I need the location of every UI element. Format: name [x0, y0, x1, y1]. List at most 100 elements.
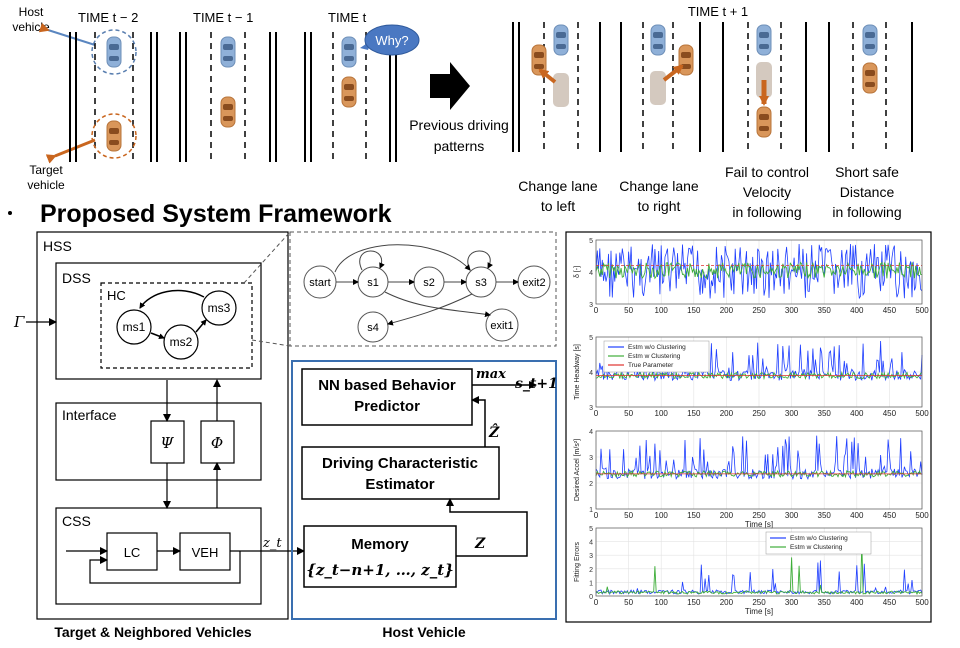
panel2-xtick: 150	[687, 409, 701, 418]
panel3-xtick: 350	[818, 511, 832, 520]
panel1-xtick: 300	[785, 306, 799, 315]
title-bullet	[8, 211, 12, 215]
outcome-1-line-2: to left	[541, 198, 575, 214]
panel3-xtick: 200	[720, 511, 734, 520]
panel4-xtick: 450	[883, 598, 897, 607]
outcome-3-line-1: Fail to control	[725, 164, 809, 180]
panel2-legend-entry: Estm w Clustering	[628, 353, 681, 360]
panel2-xtick: 200	[720, 409, 734, 418]
scenario-strip: Host vehicle Target vehicle TIME t − 2 T…	[12, 4, 913, 220]
panel4-ytick: 2	[589, 567, 593, 574]
state-machine-box	[289, 231, 557, 347]
ms3-node	[201, 290, 237, 326]
outcome-3-line-2: Velocity	[743, 184, 791, 200]
panel4-xtick: 50	[624, 598, 633, 607]
z-label: Z	[474, 536, 486, 552]
ms1-node	[116, 309, 152, 345]
panel2-xtick: 250	[752, 409, 766, 418]
road-t-minus-2	[69, 29, 158, 162]
panel3-xtick: 150	[687, 511, 701, 520]
ms1-label: ms1	[123, 320, 146, 334]
panel4-xtick: 500	[915, 598, 929, 607]
hss-label: HSS	[43, 238, 72, 254]
state-s2-label: s2	[423, 277, 435, 289]
panel4-xlabel: Time [s]	[745, 607, 773, 616]
zhat-label: Ẑ	[488, 422, 500, 441]
panel4-series-w-clustering	[595, 541, 923, 596]
dss-label: DSS	[62, 270, 91, 286]
panel1-xtick: 400	[850, 306, 864, 315]
interface-label: Interface	[62, 407, 117, 423]
panel4-xtick: 300	[785, 598, 799, 607]
ms2-label: ms2	[170, 335, 193, 349]
panel3-xtick: 300	[785, 511, 799, 520]
host-pointer-arrow	[38, 22, 96, 46]
predictor-label-2: Predictor	[354, 398, 420, 415]
panel4-ytick: 4	[589, 540, 593, 547]
panel1-xtick: 150	[687, 306, 701, 315]
state-machine: start s1 s2 s3 exit2 s4 exit1	[289, 231, 557, 347]
panel1-ylabel: δ [-]	[574, 266, 581, 278]
panel1-series-w-clustering	[595, 261, 922, 280]
veh-label: VEH	[192, 545, 219, 560]
panel1-xtick: 500	[915, 306, 929, 315]
roads-t-plus-1	[512, 22, 913, 152]
panel4-ylabel: Fitting Errors	[574, 541, 581, 582]
host-footer: Host Vehicle	[382, 624, 465, 640]
panel4-xtick: 0	[594, 598, 599, 607]
memory-label: Memory	[351, 536, 409, 553]
panel1-xtick: 450	[883, 306, 897, 315]
css-label: CSS	[62, 513, 91, 529]
panel1-xtick: 100	[655, 306, 669, 315]
panel4-xtick: 250	[752, 598, 766, 607]
framework-title: Proposed System Framework	[40, 200, 392, 228]
gamma-input: Γ	[13, 313, 25, 331]
estimator-label-2: Estimator	[365, 476, 434, 493]
host-box	[291, 360, 557, 620]
state-s3-label: s3	[475, 277, 487, 289]
time-t-plus-1: TIME t + 1	[688, 4, 748, 19]
panel1-ytick: 4	[589, 270, 593, 277]
time-t: TIME t	[328, 10, 367, 25]
panel2-xtick: 100	[655, 409, 669, 418]
zt-label: z_t	[262, 536, 282, 551]
panel2-xtick: 300	[785, 409, 799, 418]
panel3-xtick: 100	[655, 511, 669, 520]
why-text: Why?	[375, 33, 408, 48]
s-next-label: s_t+1	[515, 376, 558, 392]
panel3-xtick: 400	[850, 511, 864, 520]
host-vehicle-label-1: Host	[19, 5, 44, 19]
panel4-xtick: 100	[655, 598, 669, 607]
panel3-ylabel: Desired Accel [m/s²]	[574, 439, 581, 501]
lc-label: LC	[124, 545, 141, 560]
state-exit2-label: exit2	[522, 277, 545, 289]
memory-set: {z_t−n+1, …, z_t}	[306, 561, 454, 579]
panel4-ytick: 5	[589, 526, 593, 533]
panel4-ytick: 3	[589, 553, 593, 560]
hc-box	[100, 282, 253, 369]
panel1-xtick: 250	[752, 306, 766, 315]
state-start-label: start	[309, 277, 330, 289]
panel3-xtick: 50	[624, 511, 633, 520]
outcome-2-line-1: Change lane	[619, 178, 699, 194]
psi-block	[150, 420, 185, 464]
panel2-ytick: 4	[589, 370, 593, 377]
predictor-block	[301, 368, 473, 426]
panel2-xtick: 500	[915, 409, 929, 418]
outcome-4-line-2: Distance	[840, 184, 895, 200]
left-system-diagram: HSS DSS HC ms1 ms2 ms3 Γ Interface Ψ Φ C…	[13, 231, 305, 640]
estimator-block	[301, 446, 500, 500]
outcome-3-line-3: in following	[732, 204, 801, 220]
panel4-xtick: 400	[850, 598, 864, 607]
panel3-ytick: 2	[589, 481, 593, 488]
plots-border	[565, 231, 932, 623]
panel2-ytick: 3	[589, 405, 593, 412]
state-s4-label: s4	[367, 322, 379, 334]
left-footer: Target & Neighbored Vehicles	[54, 624, 252, 640]
state-exit1-label: exit1	[490, 320, 513, 332]
